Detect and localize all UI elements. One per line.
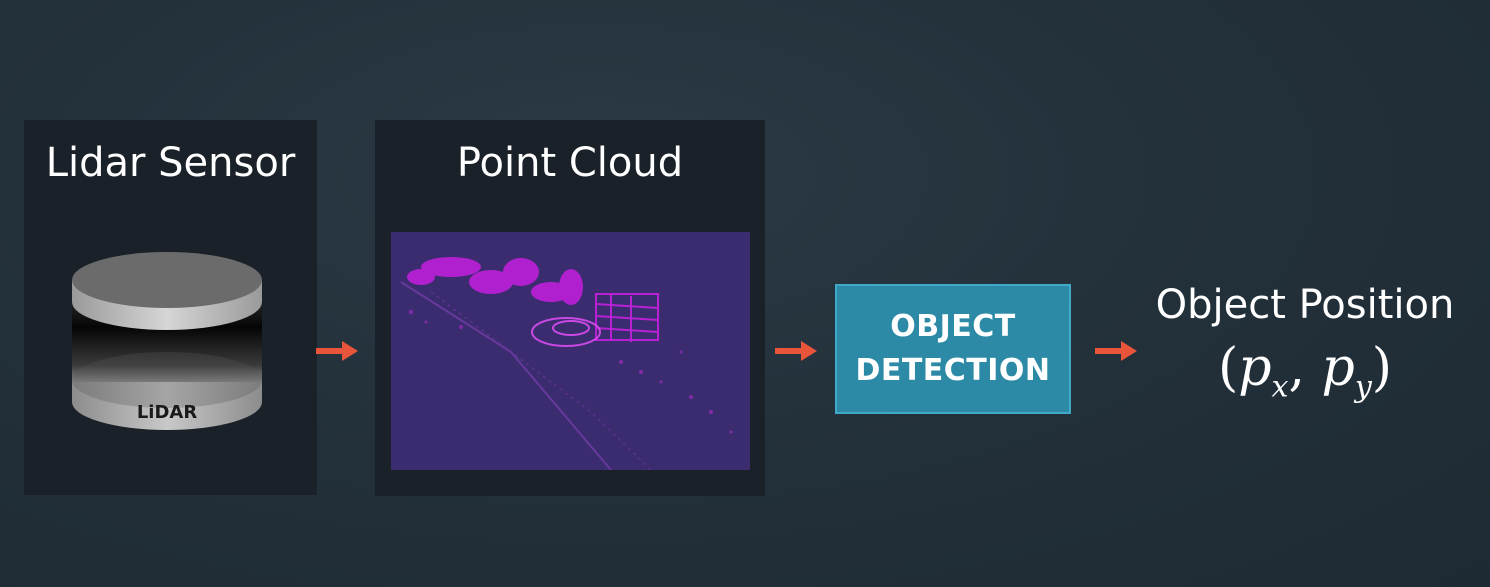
formula-separator: ,: [1288, 338, 1322, 398]
object-position-formula: (px, py): [1140, 338, 1470, 404]
object-detection-line1: OBJECT: [890, 309, 1016, 344]
object-detection-box: OBJECT DETECTION: [835, 284, 1071, 414]
lidar-label-text: LiDAR: [137, 402, 198, 423]
arrow-icon: [775, 341, 817, 361]
formula-close-paren: ): [1371, 338, 1393, 398]
lidar-sensor-panel: Lidar Sensor: [24, 120, 317, 495]
lidar-sensor-icon: LiDAR: [72, 252, 262, 430]
lidar-sensor-title: Lidar Sensor: [45, 140, 296, 186]
point-cloud-image: [391, 232, 750, 470]
formula-p2: p: [1321, 338, 1355, 398]
formula-p1: p: [1238, 338, 1272, 398]
arrow-icon: [1095, 341, 1137, 361]
object-position-title: Object Position: [1155, 282, 1455, 328]
point-cloud-panel: Point Cloud: [375, 120, 765, 496]
formula-open-paren: (: [1217, 338, 1239, 398]
arrow-icon: [316, 341, 358, 361]
formula-sub-x: x: [1271, 369, 1289, 405]
point-cloud-title: Point Cloud: [456, 140, 684, 186]
formula-sub-y: y: [1354, 369, 1372, 405]
object-detection-line2: DETECTION: [855, 353, 1051, 388]
